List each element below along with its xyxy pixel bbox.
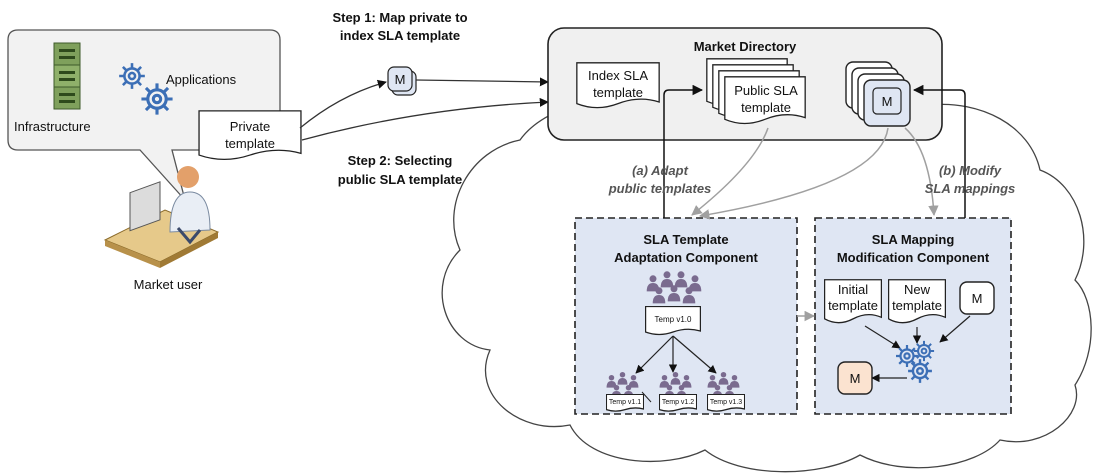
market-directory-title: Market Directory: [694, 39, 797, 54]
market-user-label: Market user: [134, 277, 203, 292]
infrastructure-label: Infrastructure: [14, 119, 91, 134]
adaptation-to-public-arrow: [663, 84, 704, 218]
initial-template-label-1: Initial: [838, 282, 868, 297]
annotation-b-line2: SLA mappings: [925, 181, 1016, 196]
step1-label-1: Step 1: Map private to: [332, 10, 467, 25]
result-mapping-glyph: M: [850, 371, 861, 386]
child-1-tail: [641, 391, 652, 403]
public-template-label-2: template: [741, 100, 791, 115]
result-mapping-box: [837, 361, 873, 395]
private-to-mapping-arrow: [299, 79, 387, 129]
public-to-adaptation-gray-arrow: [691, 127, 769, 216]
annotation-b-line1: (b) Modify: [939, 163, 1002, 178]
initial-template-label-2: template: [828, 298, 878, 313]
step2-label-1: Step 2: Selecting: [348, 153, 453, 168]
adaptation-title-2: Adaptation Component: [614, 250, 758, 265]
temp-v1-2-label: Temp v1.2: [662, 399, 694, 406]
applications-label: Applications: [166, 72, 237, 87]
tree-arrow-1: [635, 335, 674, 374]
mapping-to-index-arrow: [415, 77, 549, 87]
directory-mapping-glyph: M: [882, 94, 893, 109]
market-user-icon: [103, 166, 220, 268]
initial-to-gears-arrow: [864, 325, 901, 349]
adaptation-title-1: SLA Template: [643, 232, 728, 247]
mapping-to-adaptation-gray-arrow: [698, 127, 889, 220]
modification-to-mapping-arrow: [912, 84, 966, 218]
private-template-label-1: Private: [230, 119, 270, 134]
annotation-a-line1: (a) Adapt: [632, 163, 689, 178]
tree-arrow-3: [672, 335, 717, 374]
step1-mapping-glyph: M: [395, 72, 406, 87]
new-template-label-1: New: [904, 282, 931, 297]
modification-title-1: SLA Mapping: [872, 232, 955, 247]
step1-mapping-icon: M: [387, 66, 417, 96]
temp-v1-3-label: Temp v1.3: [710, 399, 742, 406]
index-template-label-2: template: [593, 85, 643, 100]
mapping-to-gears-arrow: [939, 315, 971, 343]
private-template-label-2: template: [225, 136, 275, 151]
private-to-public-arrow: [301, 97, 549, 141]
index-template-label-1: Index SLA: [588, 68, 648, 83]
step2-label-2: public SLA template: [338, 172, 462, 187]
modification-mapping-glyph: M: [972, 291, 983, 306]
annotation-a-line2: public templates: [608, 181, 712, 196]
public-template-label-1: Public SLA: [734, 83, 798, 98]
mapping-stack-icon: M: [845, 61, 911, 127]
server-icon: [53, 42, 81, 110]
temp-v1-0-label: Temp v1.0: [655, 315, 692, 324]
step1-label-2: index SLA template: [340, 28, 460, 43]
new-template-label-2: template: [892, 298, 942, 313]
modification-mapping-box: [959, 281, 995, 315]
temp-v1-1-label: Temp v1.1: [609, 399, 641, 406]
mapping-to-modification-gray-arrow: [904, 127, 939, 217]
modification-title-2: Modification Component: [837, 250, 990, 265]
